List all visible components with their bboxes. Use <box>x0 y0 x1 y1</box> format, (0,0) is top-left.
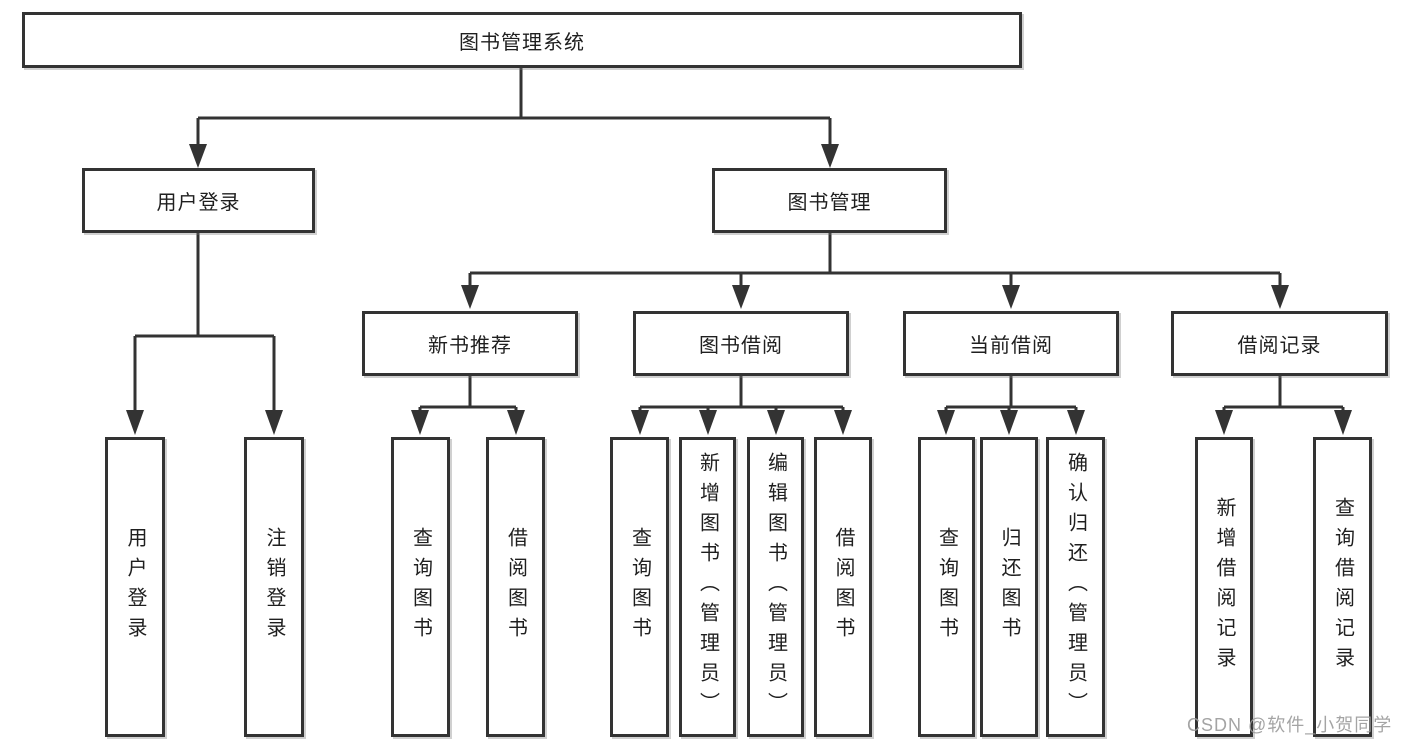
connector-current-to-leaves <box>937 376 1085 435</box>
leaf-records-query-label: 查询借阅记录 <box>1331 497 1354 677</box>
arrowhead-icon <box>834 410 852 435</box>
leaf-logout: 注销登录 <box>244 437 304 737</box>
arrowhead-icon <box>126 410 144 435</box>
arrowhead-icon <box>1000 410 1018 435</box>
node-root: 图书管理系统 <box>22 12 1022 68</box>
connector-records-to-leaves <box>1215 376 1352 435</box>
node-book-management-label: 图书管理 <box>787 192 872 214</box>
leaf-borrow-borrow-label: 借阅图书 <box>832 527 854 647</box>
arrowhead-icon <box>1334 410 1352 435</box>
node-borrow-records-label: 借阅记录 <box>1237 335 1322 357</box>
leaf-records-add: 新增借阅记录 <box>1195 437 1253 737</box>
leaf-borrow-add: 新增图书（管理员） <box>679 437 736 737</box>
node-current-borrow: 当前借阅 <box>903 311 1119 376</box>
leaf-records-add-label: 新增借阅记录 <box>1213 497 1235 677</box>
arrowhead-icon <box>507 410 525 435</box>
leaf-newbooks-borrow-label: 借阅图书 <box>504 527 527 647</box>
leaf-current-confirm-label: 确认归还（管理员） <box>1064 452 1087 722</box>
node-user-login: 用户登录 <box>82 168 315 233</box>
node-current-borrow-label: 当前借阅 <box>969 335 1053 357</box>
leaf-user-login-label: 用户登录 <box>124 527 146 647</box>
leaf-current-return: 归还图书 <box>980 437 1038 737</box>
leaf-borrow-borrow: 借阅图书 <box>814 437 872 737</box>
leaf-logout-label: 注销登录 <box>263 527 285 647</box>
arrowhead-icon <box>732 285 750 309</box>
leaf-current-return-label: 归还图书 <box>998 527 1020 647</box>
leaf-current-query-label: 查询图书 <box>935 527 958 647</box>
node-borrow-records: 借阅记录 <box>1171 311 1388 376</box>
arrowhead-icon <box>461 285 479 309</box>
leaf-newbooks-borrow: 借阅图书 <box>486 437 545 737</box>
leaf-borrow-edit-label: 编辑图书（管理员） <box>764 452 787 722</box>
arrowhead-icon <box>1067 410 1085 435</box>
node-root-label: 图书管理系统 <box>459 31 585 54</box>
node-book-borrow-label: 图书借阅 <box>699 335 783 357</box>
leaf-current-confirm: 确认归还（管理员） <box>1046 437 1105 737</box>
leaf-user-login: 用户登录 <box>105 437 165 737</box>
leaf-borrow-add-label: 新增图书（管理员） <box>696 452 719 722</box>
watermark: CSDN @软件_小贺同学 <box>1187 715 1393 735</box>
connector-borrow-to-leaves <box>631 376 852 435</box>
arrowhead-icon <box>631 410 649 435</box>
node-user-login-label: 用户登录 <box>156 192 241 214</box>
arrowhead-icon <box>937 410 955 435</box>
leaf-newbooks-query: 查询图书 <box>391 437 450 737</box>
node-book-management: 图书管理 <box>712 168 947 233</box>
arrowhead-icon <box>699 410 717 435</box>
arrowhead-icon <box>767 410 785 435</box>
leaf-current-query: 查询图书 <box>918 437 975 737</box>
arrowhead-icon <box>821 144 839 168</box>
connector-login-to-leaves <box>126 233 283 435</box>
connector-mgmt-to-level3 <box>461 233 1289 309</box>
leaf-borrow-query: 查询图书 <box>610 437 669 737</box>
connector-root-to-level2 <box>189 68 839 168</box>
arrowhead-icon <box>411 410 429 435</box>
node-new-books-label: 新书推荐 <box>428 335 512 357</box>
node-new-books: 新书推荐 <box>362 311 578 376</box>
arrowhead-icon <box>189 144 207 168</box>
arrowhead-icon <box>1215 410 1233 435</box>
arrowhead-icon <box>1271 285 1289 309</box>
node-book-borrow: 图书借阅 <box>633 311 849 376</box>
connector-newbooks-to-leaves <box>411 376 525 435</box>
arrowhead-icon <box>265 410 283 435</box>
leaf-newbooks-query-label: 查询图书 <box>409 527 432 647</box>
arrowhead-icon <box>1002 285 1020 309</box>
leaf-records-query: 查询借阅记录 <box>1313 437 1372 737</box>
leaf-borrow-edit: 编辑图书（管理员） <box>747 437 804 737</box>
leaf-borrow-query-label: 查询图书 <box>628 527 651 647</box>
